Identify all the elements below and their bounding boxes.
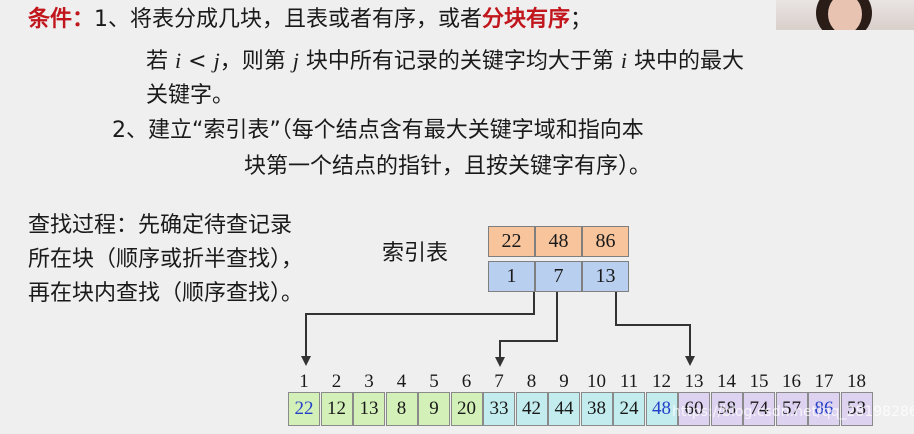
record-cell: 24 bbox=[613, 392, 645, 426]
text-ruo: 若 bbox=[146, 49, 168, 74]
var-j-2: j bbox=[293, 48, 299, 73]
condition-text-1c: ； bbox=[570, 7, 592, 32]
record-cell: 20 bbox=[451, 392, 483, 426]
index-key-cell: 48 bbox=[535, 226, 582, 257]
var-i-2: i bbox=[621, 48, 627, 73]
presenter-video bbox=[776, 0, 914, 30]
index-pointer-cell: 7 bbox=[535, 261, 582, 292]
index-pointer-cell: 13 bbox=[582, 261, 629, 292]
position-number: 13 bbox=[678, 371, 710, 393]
condition-line-5: 块第一个结点的指针，且按关键字有序）。 bbox=[244, 153, 651, 181]
var-i: i bbox=[175, 48, 181, 73]
record-cell: 9 bbox=[418, 392, 450, 426]
condition-text-1a: 1、将表分成几块，且表或者有序，或者 bbox=[94, 7, 482, 32]
position-number: 12 bbox=[646, 371, 678, 393]
position-number: 9 bbox=[548, 371, 580, 393]
position-number: 14 bbox=[711, 371, 743, 393]
position-number: 7 bbox=[483, 371, 515, 393]
process-line-2: 所在块（顺序或折半查找）， bbox=[28, 246, 303, 274]
condition-line-3: 关键字。 bbox=[146, 82, 234, 110]
position-number: 8 bbox=[516, 371, 548, 393]
record-cell: 38 bbox=[581, 392, 613, 426]
position-number: 1 bbox=[288, 371, 320, 393]
position-number: 16 bbox=[776, 371, 808, 393]
position-number: 5 bbox=[418, 371, 450, 393]
text-ze-di: ，则第 bbox=[220, 49, 286, 74]
less-than: < bbox=[188, 49, 206, 74]
position-number: 10 bbox=[581, 371, 613, 393]
position-number: 18 bbox=[841, 371, 873, 393]
process-line-3: 再在块内查找（顺序查找）。 bbox=[28, 280, 303, 308]
condition-line-4: 2、建立“索引表”（每个结点含有最大关键字域和指向本 bbox=[112, 117, 644, 145]
record-cell: 33 bbox=[483, 392, 515, 426]
record-cell: 8 bbox=[386, 392, 418, 426]
position-number: 15 bbox=[743, 371, 775, 393]
position-number: 17 bbox=[808, 371, 840, 393]
condition-highlight: 分块有序 bbox=[482, 7, 570, 32]
record-cell: 44 bbox=[548, 392, 580, 426]
record-cell: 12 bbox=[321, 392, 353, 426]
position-number: 2 bbox=[321, 371, 353, 393]
watermark: https://blog.csdn.net/qq_28198286 bbox=[672, 404, 914, 420]
position-number: 11 bbox=[613, 371, 645, 393]
process-line-1: 查找过程：先确定待查记录 bbox=[28, 212, 292, 240]
index-table-label: 索引表 bbox=[382, 240, 448, 268]
condition-label: 条件： bbox=[28, 7, 94, 32]
record-cell: 13 bbox=[353, 392, 385, 426]
text-middle: 块中所有记录的关键字均大于第 bbox=[306, 49, 614, 74]
position-number: 4 bbox=[386, 371, 418, 393]
presenter-face bbox=[828, 0, 862, 30]
index-key-cell: 22 bbox=[488, 226, 535, 257]
position-number: 3 bbox=[353, 371, 385, 393]
condition-line-2: 若 i < j，则第 j 块中所有记录的关键字均大于第 i 块中的最大 bbox=[146, 47, 744, 76]
record-cell: 42 bbox=[516, 392, 548, 426]
index-key-cell: 86 bbox=[582, 226, 629, 257]
condition-line-1: 条件：1、将表分成几块，且表或者有序，或者分块有序； bbox=[28, 6, 592, 34]
position-number: 6 bbox=[451, 371, 483, 393]
index-pointer-cell: 1 bbox=[488, 261, 535, 292]
record-cell: 22 bbox=[288, 392, 320, 426]
text-block-max: 块中的最大 bbox=[634, 49, 744, 74]
